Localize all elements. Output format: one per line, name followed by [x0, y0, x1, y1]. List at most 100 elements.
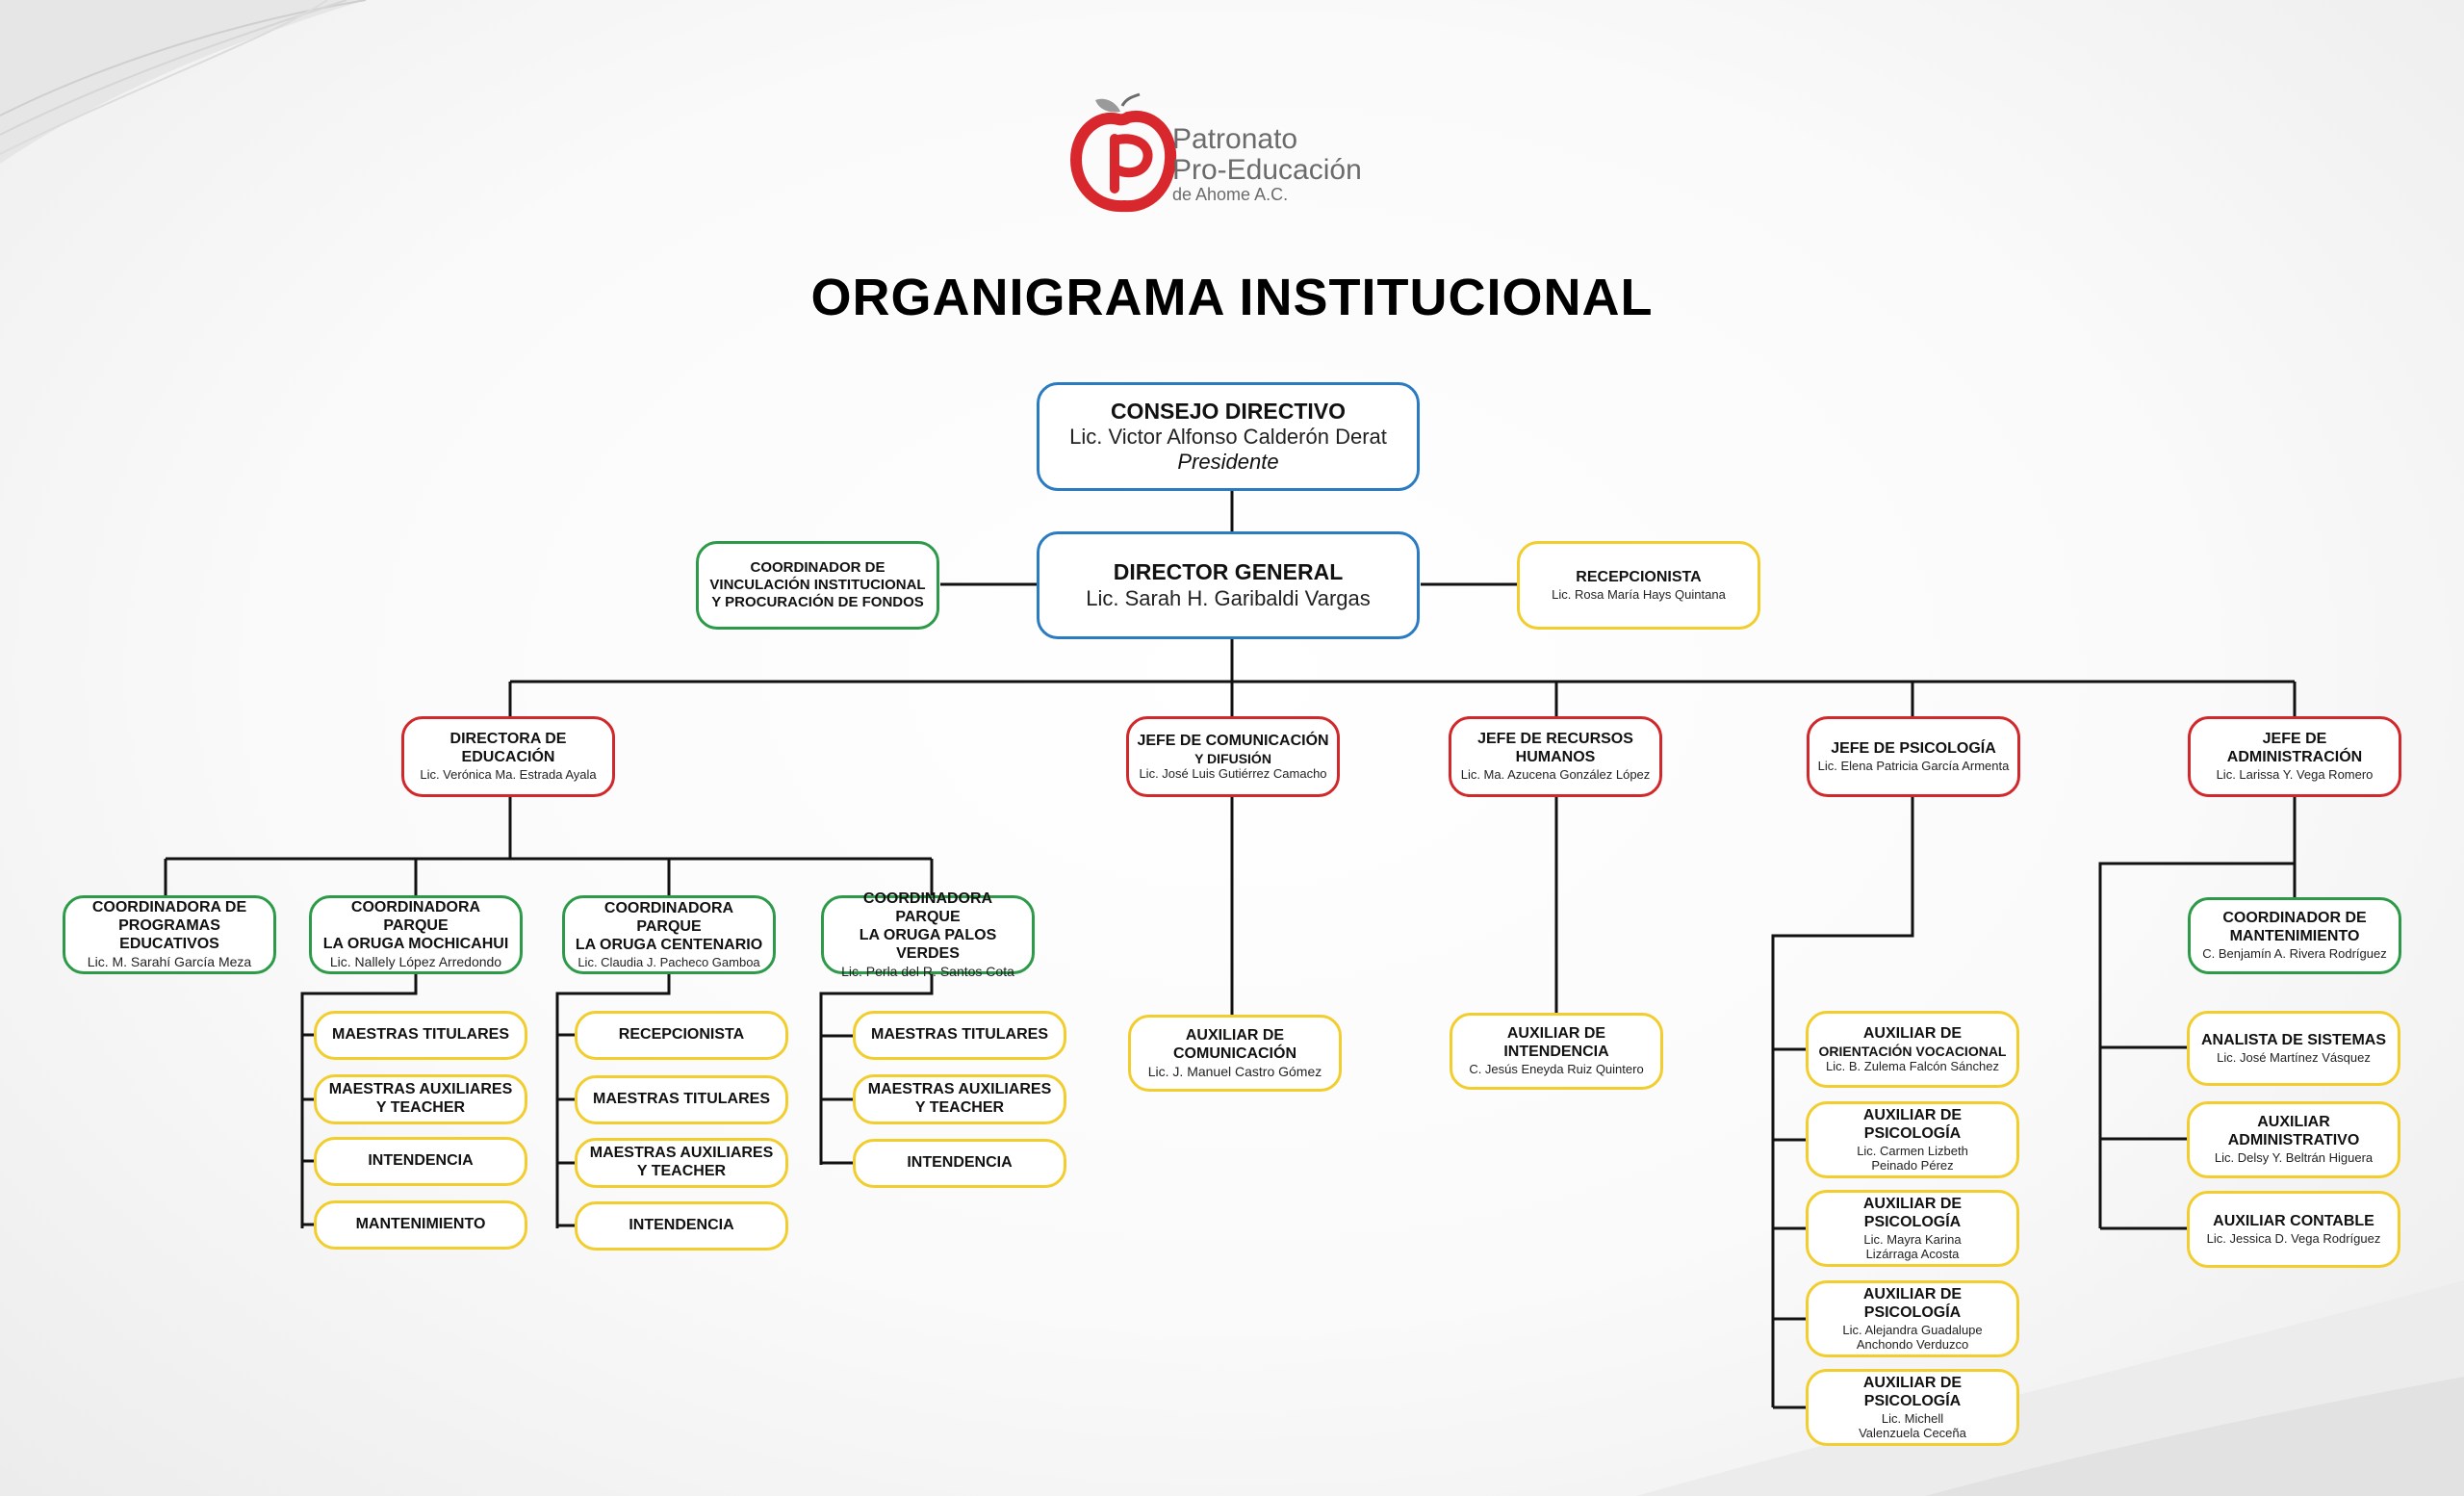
node-title-1: DIRECTORA DE [449, 731, 567, 748]
node-title: CONSEJO DIRECTIVO [1110, 398, 1347, 424]
node-title: RECEPCIONISTA [1576, 568, 1702, 585]
node-auxiliar-orientacion: AUXILIAR DE ORIENTACIÓN VOCACIONAL Lic. … [1806, 1011, 2019, 1088]
node-auxiliar-contable: AUXILIAR CONTABLE Lic. Jessica D. Vega R… [2187, 1191, 2400, 1268]
logo-line3: de Ahome A.C. [1172, 185, 1288, 204]
node-cent-intendencia: INTENDENCIA [575, 1201, 788, 1251]
node-moch-intendencia: INTENDENCIA [314, 1137, 527, 1186]
node-title-2: MANTENIMIENTO [2229, 928, 2360, 945]
node-title-1: COORDINADORA PARQUE [603, 900, 734, 935]
node-person: C. Benjamín A. Rivera Rodríguez [2202, 946, 2387, 962]
node-title: AUXILIAR DE PSICOLOGÍA [1862, 1195, 1963, 1230]
node-title: MAESTRAS AUXILIARES Y TEACHER [589, 1145, 774, 1179]
node-cent-maestras-auxiliares: MAESTRAS AUXILIARES Y TEACHER [575, 1138, 788, 1188]
node-person: Lic. Elena Patricia García Armenta [1817, 758, 2010, 773]
node-person-1: Lic. Alejandra Guadalupe [1842, 1322, 1983, 1337]
node-title-1: AUXILIAR DE [1185, 1026, 1285, 1044]
node-role: Presidente [1177, 450, 1279, 475]
node-title: DIRECTOR GENERAL [1113, 559, 1344, 585]
node-person: Lic. J. Manuel Castro Gómez [1147, 1063, 1322, 1079]
node-title-2: ADMINISTRACIÓN [2226, 749, 2363, 766]
page-title: ORGANIGRAMA INSTITUCIONAL [810, 269, 1654, 326]
node-person-1: Lic. Michell [1881, 1410, 1944, 1426]
node-title-1: AUXILIAR DE [1862, 1024, 1963, 1042]
node-person: Lic. Verónica Ma. Estrada Ayala [420, 767, 597, 783]
node-coordinador-mantenimiento: COORDINADOR DE MANTENIMIENTO C. Benjamín… [2188, 897, 2401, 974]
node-cent-recepcionista: RECEPCIONISTA [575, 1011, 788, 1060]
node-palos-intendencia: INTENDENCIA [853, 1139, 1066, 1188]
node-moch-maestras-titulares: MAESTRAS TITULARES [314, 1011, 527, 1060]
node-auxiliar-psicologia-4: AUXILIAR DE PSICOLOGÍA Lic. Michell Vale… [1806, 1369, 2019, 1446]
node-directora-educacion: DIRECTORA DE EDUCACIÓN Lic. Verónica Ma.… [401, 716, 615, 797]
node-title-3: Y PROCURACIÓN DE FONDOS [711, 593, 924, 610]
node-person: C. Jesús Eneyda Ruiz Quintero [1469, 1062, 1644, 1077]
node-person: Lic. Victor Alfonso Calderón Derat [1069, 425, 1387, 450]
node-title: MAESTRAS TITULARES [332, 1026, 509, 1044]
node-title-2: VINCULACIÓN INSTITUCIONAL [709, 577, 926, 594]
node-title: JEFE DE PSICOLOGÍA [1831, 739, 1996, 757]
node-person: Lic. Nallely López Arredondo [329, 954, 502, 970]
node-title-2: PROGRAMAS EDUCATIVOS [118, 917, 220, 953]
node-person: Lic. Ma. Azucena González López [1460, 767, 1651, 783]
node-jefe-psicologia: JEFE DE PSICOLOGÍA Lic. Elena Patricia G… [1807, 716, 2020, 797]
node-title-1: COORDINADORA PARQUE [350, 899, 481, 935]
node-title-2: ORIENTACIÓN VOCACIONAL [1818, 1043, 2007, 1059]
node-person-1: Lic. Carmen Lizbeth [1857, 1143, 1968, 1158]
node-title: MAESTRAS AUXILIARES Y TEACHER [328, 1081, 513, 1116]
node-title-2: LA ORUGA CENTENARIO [575, 936, 763, 953]
node-coordinadora-mochicahui: COORDINADORA PARQUE LA ORUGA MOCHICAHUI … [309, 895, 523, 974]
node-analista-sistemas: ANALISTA DE SISTEMAS Lic. José Martínez … [2187, 1011, 2400, 1086]
node-person-2: Lizárraga Acosta [1865, 1246, 1960, 1261]
node-person: Lic. Claudia J. Pacheco Gamboa [578, 954, 760, 969]
node-title-1: AUXILIAR [2257, 1114, 2330, 1131]
node-title-1: COORDINADOR DE [750, 559, 886, 577]
apple-logo-icon: Patronato Pro-Educación de Ahome A.C. [1069, 92, 1362, 213]
node-person: Lic. Larissa Y. Vega Romero [2216, 767, 2374, 783]
node-title-1: COORDINADORA PARQUE [862, 890, 993, 925]
node-title-1: COORDINADORA DE [91, 899, 247, 916]
node-jefe-administracion: JEFE DE ADMINISTRACIÓN Lic. Larissa Y. V… [2188, 716, 2401, 797]
node-title: MAESTRAS TITULARES [593, 1091, 770, 1108]
node-title: AUXILIAR DE PSICOLOGÍA [1862, 1106, 1963, 1142]
node-person: Lic. Sarah H. Garibaldi Vargas [1086, 585, 1371, 610]
node-title-2: ADMINISTRATIVO [2227, 1132, 2360, 1149]
node-coordinador-vinculacion: COORDINADOR DE VINCULACIÓN INSTITUCIONAL… [696, 541, 939, 630]
node-title: MAESTRAS TITULARES [871, 1026, 1048, 1044]
node-person: Lic. Perla del R. Santos Cota [841, 963, 1014, 979]
node-person: Lic. José Martínez Vásquez [2217, 1049, 2371, 1065]
node-title: MANTENIMIENTO [355, 1216, 486, 1233]
node-person-2: Valenzuela Ceceña [1859, 1425, 1966, 1440]
node-auxiliar-comunicacion: AUXILIAR DE COMUNICACIÓN Lic. J. Manuel … [1128, 1015, 1342, 1092]
logo-line2: Pro-Educación [1172, 154, 1362, 186]
node-title: AUXILIAR CONTABLE [2213, 1212, 2374, 1229]
node-title-2: EDUCACIÓN [461, 749, 555, 766]
node-title-1: JEFE DE RECURSOS [1477, 731, 1633, 748]
logo-line1: Patronato [1172, 123, 1297, 155]
node-title-1: AUXILIAR DE [1506, 1025, 1606, 1043]
node-title: RECEPCIONISTA [618, 1026, 745, 1044]
node-consejo-directivo: CONSEJO DIRECTIVO Lic. Victor Alfonso Ca… [1037, 382, 1420, 491]
node-title: MAESTRAS AUXILIARES Y TEACHER [867, 1081, 1052, 1116]
node-person-1: Lic. Mayra Karina [1863, 1231, 1962, 1247]
node-moch-maestras-auxiliares: MAESTRAS AUXILIARES Y TEACHER [314, 1074, 527, 1124]
node-director-general: DIRECTOR GENERAL Lic. Sarah H. Garibaldi… [1037, 531, 1420, 639]
node-title-1: JEFE DE COMUNICACIÓN [1137, 732, 1329, 749]
node-title-2: HUMANOS [1515, 749, 1596, 766]
node-person: Lic. Delsy Y. Beltrán Higuera [2214, 1150, 2374, 1166]
node-auxiliar-psicologia-1: AUXILIAR DE PSICOLOGÍA Lic. Carmen Lizbe… [1806, 1101, 2019, 1178]
node-person: Lic. Rosa María Hays Quintana [1552, 586, 1726, 602]
node-title: ANALISTA DE SISTEMAS [2200, 1031, 2386, 1048]
node-auxiliar-intendencia: AUXILIAR DE INTENDENCIA C. Jesús Eneyda … [1450, 1013, 1663, 1090]
node-title-1: JEFE DE [2262, 731, 2327, 748]
node-title-1: COORDINADOR DE [2222, 910, 2367, 927]
node-moch-mantenimiento: MANTENIMIENTO [314, 1200, 527, 1250]
node-person-2: Peinado Pérez [1871, 1157, 1954, 1173]
node-coordinadora-centenario: COORDINADORA PARQUE LA ORUGA CENTENARIO … [562, 895, 776, 974]
node-title-2: Y DIFUSIÓN [1194, 750, 1271, 766]
node-title: INTENDENCIA [907, 1154, 1013, 1172]
node-auxiliar-psicologia-3: AUXILIAR DE PSICOLOGÍA Lic. Alejandra Gu… [1806, 1280, 2019, 1357]
logo: Patronato Pro-Educación de Ahome A.C. [1066, 92, 1384, 218]
node-person: Lic. M. Sarahí García Meza [87, 954, 252, 970]
node-auxiliar-administrativo: AUXILIAR ADMINISTRATIVO Lic. Delsy Y. Be… [2187, 1101, 2400, 1178]
node-title: AUXILIAR DE PSICOLOGÍA [1862, 1285, 1963, 1321]
node-title-2: LA ORUGA PALOS VERDES [859, 926, 997, 962]
